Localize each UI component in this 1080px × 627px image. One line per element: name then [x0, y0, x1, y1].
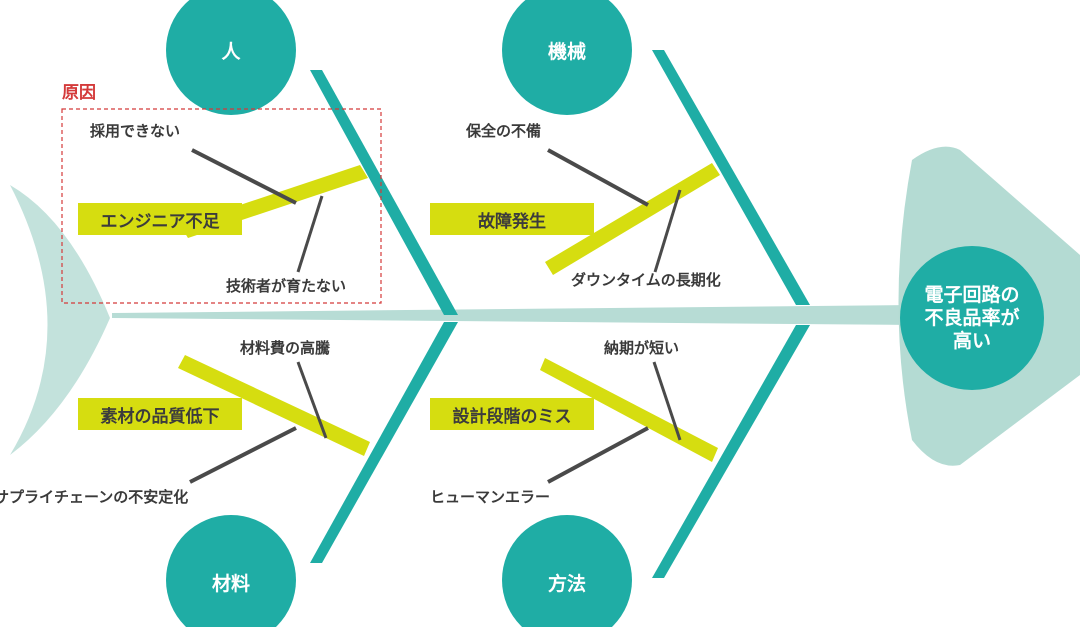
fish-tail — [10, 185, 110, 455]
bone-machine — [652, 50, 810, 305]
category-circle-material — [166, 515, 296, 627]
cause-bone-method — [540, 358, 718, 462]
subline-method-2 — [547, 426, 649, 484]
category-label-material: 材料 — [211, 572, 250, 595]
cause-tag-method: 設計段階のミス — [430, 398, 594, 430]
subline-people-1 — [191, 148, 297, 205]
main-spine — [112, 305, 912, 325]
bone-material — [310, 322, 458, 563]
category-label-people: 人 — [221, 40, 241, 63]
subline-people-2 — [296, 195, 324, 273]
category-circle-people — [166, 0, 296, 115]
legend-box — [61, 108, 382, 304]
bone-method — [652, 325, 810, 578]
bone-people — [310, 70, 458, 315]
subline-material-1 — [296, 361, 328, 439]
subcause-method-2: ヒューマンエラー — [430, 488, 551, 506]
category-label-machine: 機械 — [547, 40, 586, 63]
cause-tag-people: エンジニア不足 — [78, 203, 242, 235]
subcause-machine-2: ダウンタイムの長期化 — [571, 271, 721, 289]
subcause-people-2: 技術者が育たない — [226, 277, 347, 295]
cause-tag-machine: 故障発生 — [430, 203, 594, 235]
subcause-machine-1: 保全の不備 — [466, 122, 542, 140]
category-label-method: 方法 — [547, 572, 586, 595]
cause-bone-machine — [545, 163, 720, 275]
effect-text: 電子回路の 不良品率が 高い — [907, 284, 1037, 352]
subcause-people-1: 採用できない — [90, 122, 181, 140]
subline-method-1 — [652, 361, 682, 441]
subline-material-2 — [189, 426, 297, 484]
effect-line-1: 電子回路の — [924, 284, 1020, 306]
legend-label: 原因 — [62, 83, 96, 103]
subcause-material-2: サプライチェーンの不安定化 — [0, 488, 189, 506]
effect-line-3: 高い — [952, 329, 991, 352]
subcause-material-1: 材料費の高騰 — [240, 339, 331, 357]
category-circle-method — [502, 515, 632, 627]
subline-machine-2 — [653, 189, 682, 273]
effect-circle — [900, 246, 1044, 390]
cause-tag-material: 素材の品質低下 — [78, 398, 242, 430]
category-circle-machine — [502, 0, 632, 115]
subcause-method-1: 納期が短い — [604, 339, 680, 357]
effect-line-2: 不良品率が — [924, 306, 1020, 329]
subline-machine-1 — [547, 148, 649, 207]
